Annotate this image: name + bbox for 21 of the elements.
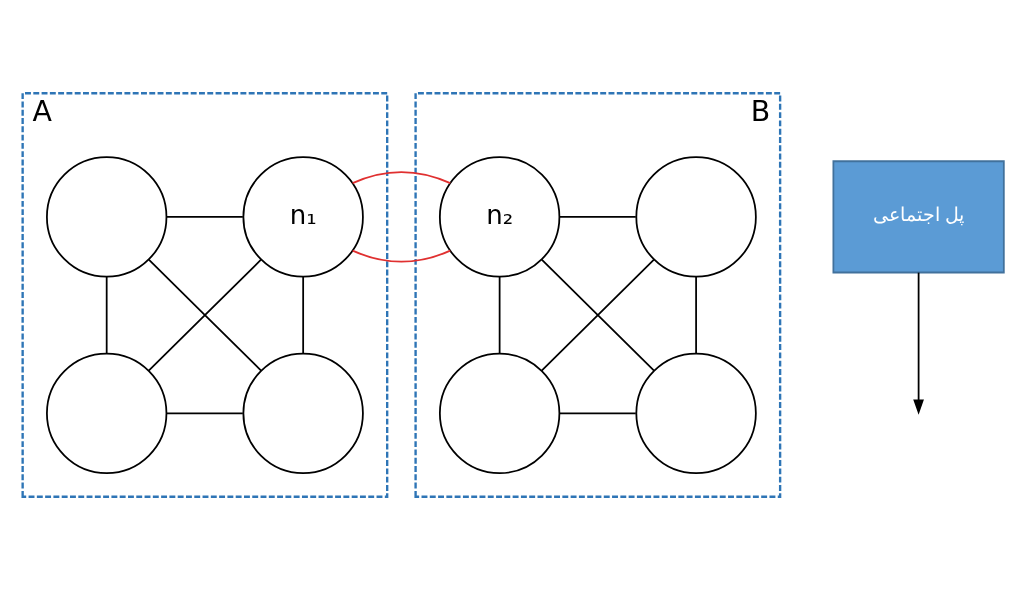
connector [540,258,655,371]
arrow [913,271,924,415]
connector [558,411,637,414]
node-circle [635,352,757,474]
connector [147,258,262,371]
connector [105,275,108,354]
node-circle [635,155,757,278]
connector [498,275,501,354]
node-circle [242,352,364,474]
connector [165,411,244,414]
connector [695,275,697,354]
node-circle [46,352,168,474]
node-box: پل اجتماعی [832,159,1005,273]
connector [558,215,637,218]
node-circle: n₁ [242,155,364,278]
node-circle [46,155,168,278]
node-circle: n₂ [438,155,561,278]
connector [302,275,305,354]
connector [165,215,244,218]
node-circle [438,352,561,474]
connector [351,170,452,263]
